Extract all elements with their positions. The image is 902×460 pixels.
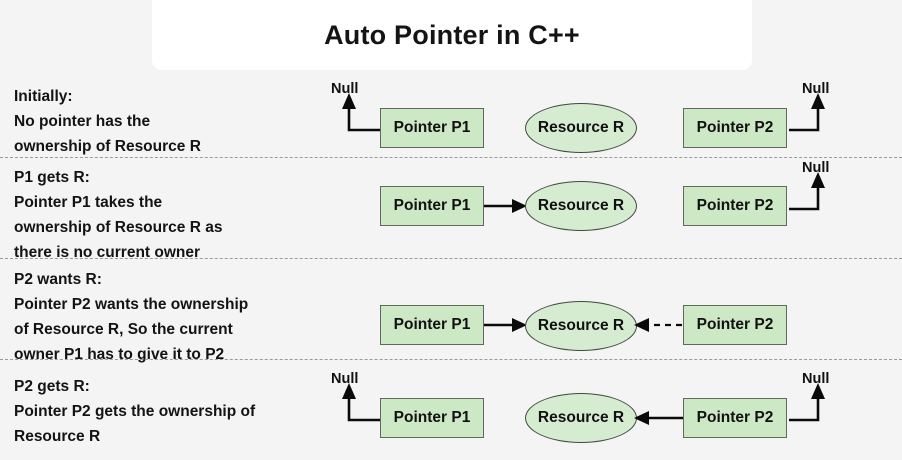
node-label: Pointer P2 (696, 119, 774, 136)
null-label-p2: Null (802, 160, 830, 176)
title-card: Auto Pointer in C++ (152, 0, 752, 70)
node-label: Pointer P2 (696, 316, 774, 333)
node-label: Resource R (537, 317, 625, 334)
node-pointer-p2: Pointer P2 (683, 186, 787, 226)
node-label: Pointer P1 (393, 119, 471, 136)
node-label: Pointer P1 (393, 409, 471, 426)
arrow-p2-to-resource-dashed (634, 318, 682, 332)
node-label: Pointer P2 (696, 197, 774, 214)
node-pointer-p1: Pointer P1 (380, 305, 484, 345)
node-resource-r: Resource R (525, 301, 637, 351)
node-label: Resource R (537, 119, 625, 136)
null-label-p2: Null (802, 81, 830, 97)
node-label: Pointer P1 (393, 197, 471, 214)
row-description-p2-gets-r: P2 gets R: Pointer P2 gets the ownership… (14, 378, 256, 445)
arrow-p1-to-resource (484, 318, 527, 332)
row-separator-2 (0, 258, 902, 259)
arrow-p1-to-null (342, 383, 382, 422)
arrow-p1-to-resource (484, 199, 527, 213)
node-label: Resource R (537, 197, 625, 214)
node-pointer-p1: Pointer P1 (380, 108, 484, 148)
row-separator-1 (0, 157, 902, 158)
node-pointer-p1: Pointer P1 (380, 398, 484, 438)
node-label: Resource R (537, 409, 625, 426)
node-label: Pointer P1 (393, 316, 471, 333)
node-pointer-p2: Pointer P2 (683, 398, 787, 438)
row-description-initially: Initially: No pointer has the ownership … (14, 88, 201, 155)
node-resource-r: Resource R (525, 103, 637, 153)
node-pointer-p2: Pointer P2 (683, 108, 787, 148)
row-description-p2-wants-r: P2 wants R: Pointer P2 wants the ownersh… (14, 271, 249, 363)
row-description-p1-gets-r: P1 gets R: Pointer P1 takes the ownershi… (14, 169, 223, 261)
row-separator-3 (0, 359, 902, 360)
arrow-p2-to-resource (634, 411, 683, 425)
node-pointer-p2: Pointer P2 (683, 305, 787, 345)
node-label: Pointer P2 (696, 409, 774, 426)
page-title: Auto Pointer in C++ (324, 19, 580, 50)
node-pointer-p1: Pointer P1 (380, 186, 484, 226)
arrow-p2-to-null (789, 93, 825, 132)
null-label-p2: Null (802, 371, 830, 387)
node-resource-r: Resource R (525, 393, 637, 443)
node-resource-r: Resource R (525, 181, 637, 231)
null-label-p1: Null (331, 81, 359, 97)
arrow-p2-to-null (789, 172, 825, 211)
null-label-p1: Null (331, 371, 359, 387)
arrow-p2-to-null (789, 383, 825, 422)
arrow-p1-to-null (342, 93, 382, 132)
